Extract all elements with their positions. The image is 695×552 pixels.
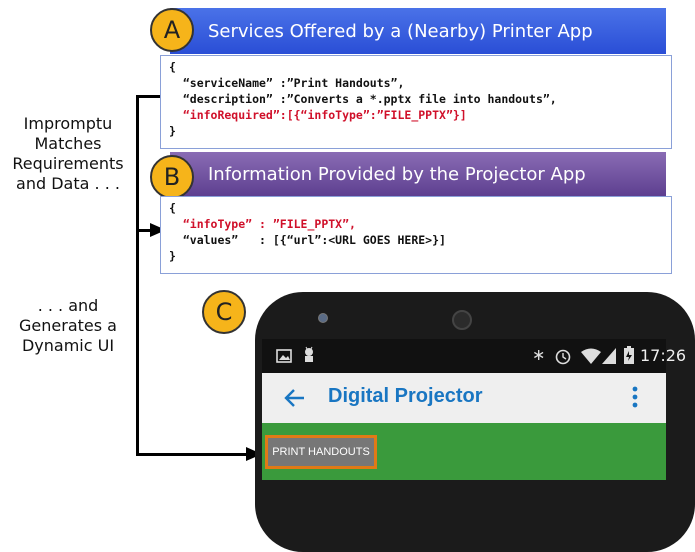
status-time: 17:26 xyxy=(640,346,687,365)
impromptu-line-2: Matches xyxy=(34,134,102,153)
generates-label: . . . and Generates a Dynamic UI xyxy=(4,296,132,356)
signal-icon xyxy=(602,348,616,364)
battery-icon xyxy=(624,346,634,364)
code-b-line-1: { xyxy=(169,201,176,215)
banner-a-title: Services Offered by a (Nearby) Printer A… xyxy=(208,20,593,42)
android-icon xyxy=(305,346,313,362)
banner-b: Information Provided by the Projector Ap… xyxy=(170,152,666,196)
print-handouts-button[interactable]: PRINT HANDOUTS xyxy=(265,435,377,469)
badge-b: B xyxy=(150,155,194,199)
bluetooth-icon: ∗ xyxy=(532,345,546,364)
connector-a-vertical xyxy=(136,95,139,231)
connector-a-horizontal xyxy=(136,95,164,98)
connector-main-vertical xyxy=(136,231,139,455)
app-title: Digital Projector xyxy=(328,385,483,407)
front-camera xyxy=(318,313,328,323)
badge-c: C xyxy=(202,290,246,334)
impromptu-line-4: and Data . . . xyxy=(16,174,120,193)
arrow-to-button-icon xyxy=(246,447,262,461)
generates-line-3: Dynamic UI xyxy=(21,336,115,355)
back-arrow-icon[interactable] xyxy=(284,388,306,408)
code-b-line-3: “values” : [{“url”:<URL GOES HERE>}] xyxy=(169,233,446,247)
phone-sensor xyxy=(452,310,472,330)
code-b-line-2: “infoType” : ”FILE_PPTX”, xyxy=(169,217,356,231)
overflow-menu-icon[interactable] xyxy=(632,386,638,408)
wifi-icon xyxy=(581,348,601,364)
generates-line-2: Generates a xyxy=(19,316,117,335)
code-b-line-4: } xyxy=(169,249,176,263)
app-bar: Digital Projector xyxy=(262,373,666,423)
banner-b-title: Information Provided by the Projector Ap… xyxy=(208,163,586,185)
impromptu-line-3: Requirements xyxy=(12,154,124,173)
impromptu-label: Impromptu Matches Requirements and Data … xyxy=(4,114,132,194)
code-a-line-1: { xyxy=(169,60,176,74)
generates-line-1: . . . and xyxy=(37,296,99,315)
connector-b-horizontal xyxy=(136,229,154,232)
code-a-line-5: } xyxy=(169,124,176,138)
impromptu-line-1: Impromptu xyxy=(23,114,113,133)
status-bar: ∗ 17:26 xyxy=(262,339,686,373)
code-a-line-3: “description” :”Converts a *.pptx file i… xyxy=(169,92,557,106)
code-a-line-2: “serviceName” :”Print Handouts”, xyxy=(169,76,405,90)
code-a-line-4: “infoRequired”:[{“infoType”:”FILE_PPTX”}… xyxy=(169,108,467,122)
code-block-a: { “serviceName” :”Print Handouts”, “desc… xyxy=(160,55,672,149)
badge-a: A xyxy=(150,8,194,52)
connector-c-horizontal xyxy=(136,453,248,456)
image-icon xyxy=(276,349,292,363)
arrow-to-b-icon xyxy=(150,223,166,237)
banner-a: Services Offered by a (Nearby) Printer A… xyxy=(170,8,666,54)
code-block-b: { “infoType” : ”FILE_PPTX”, “values” : [… xyxy=(160,196,672,274)
alarm-icon xyxy=(555,349,571,365)
